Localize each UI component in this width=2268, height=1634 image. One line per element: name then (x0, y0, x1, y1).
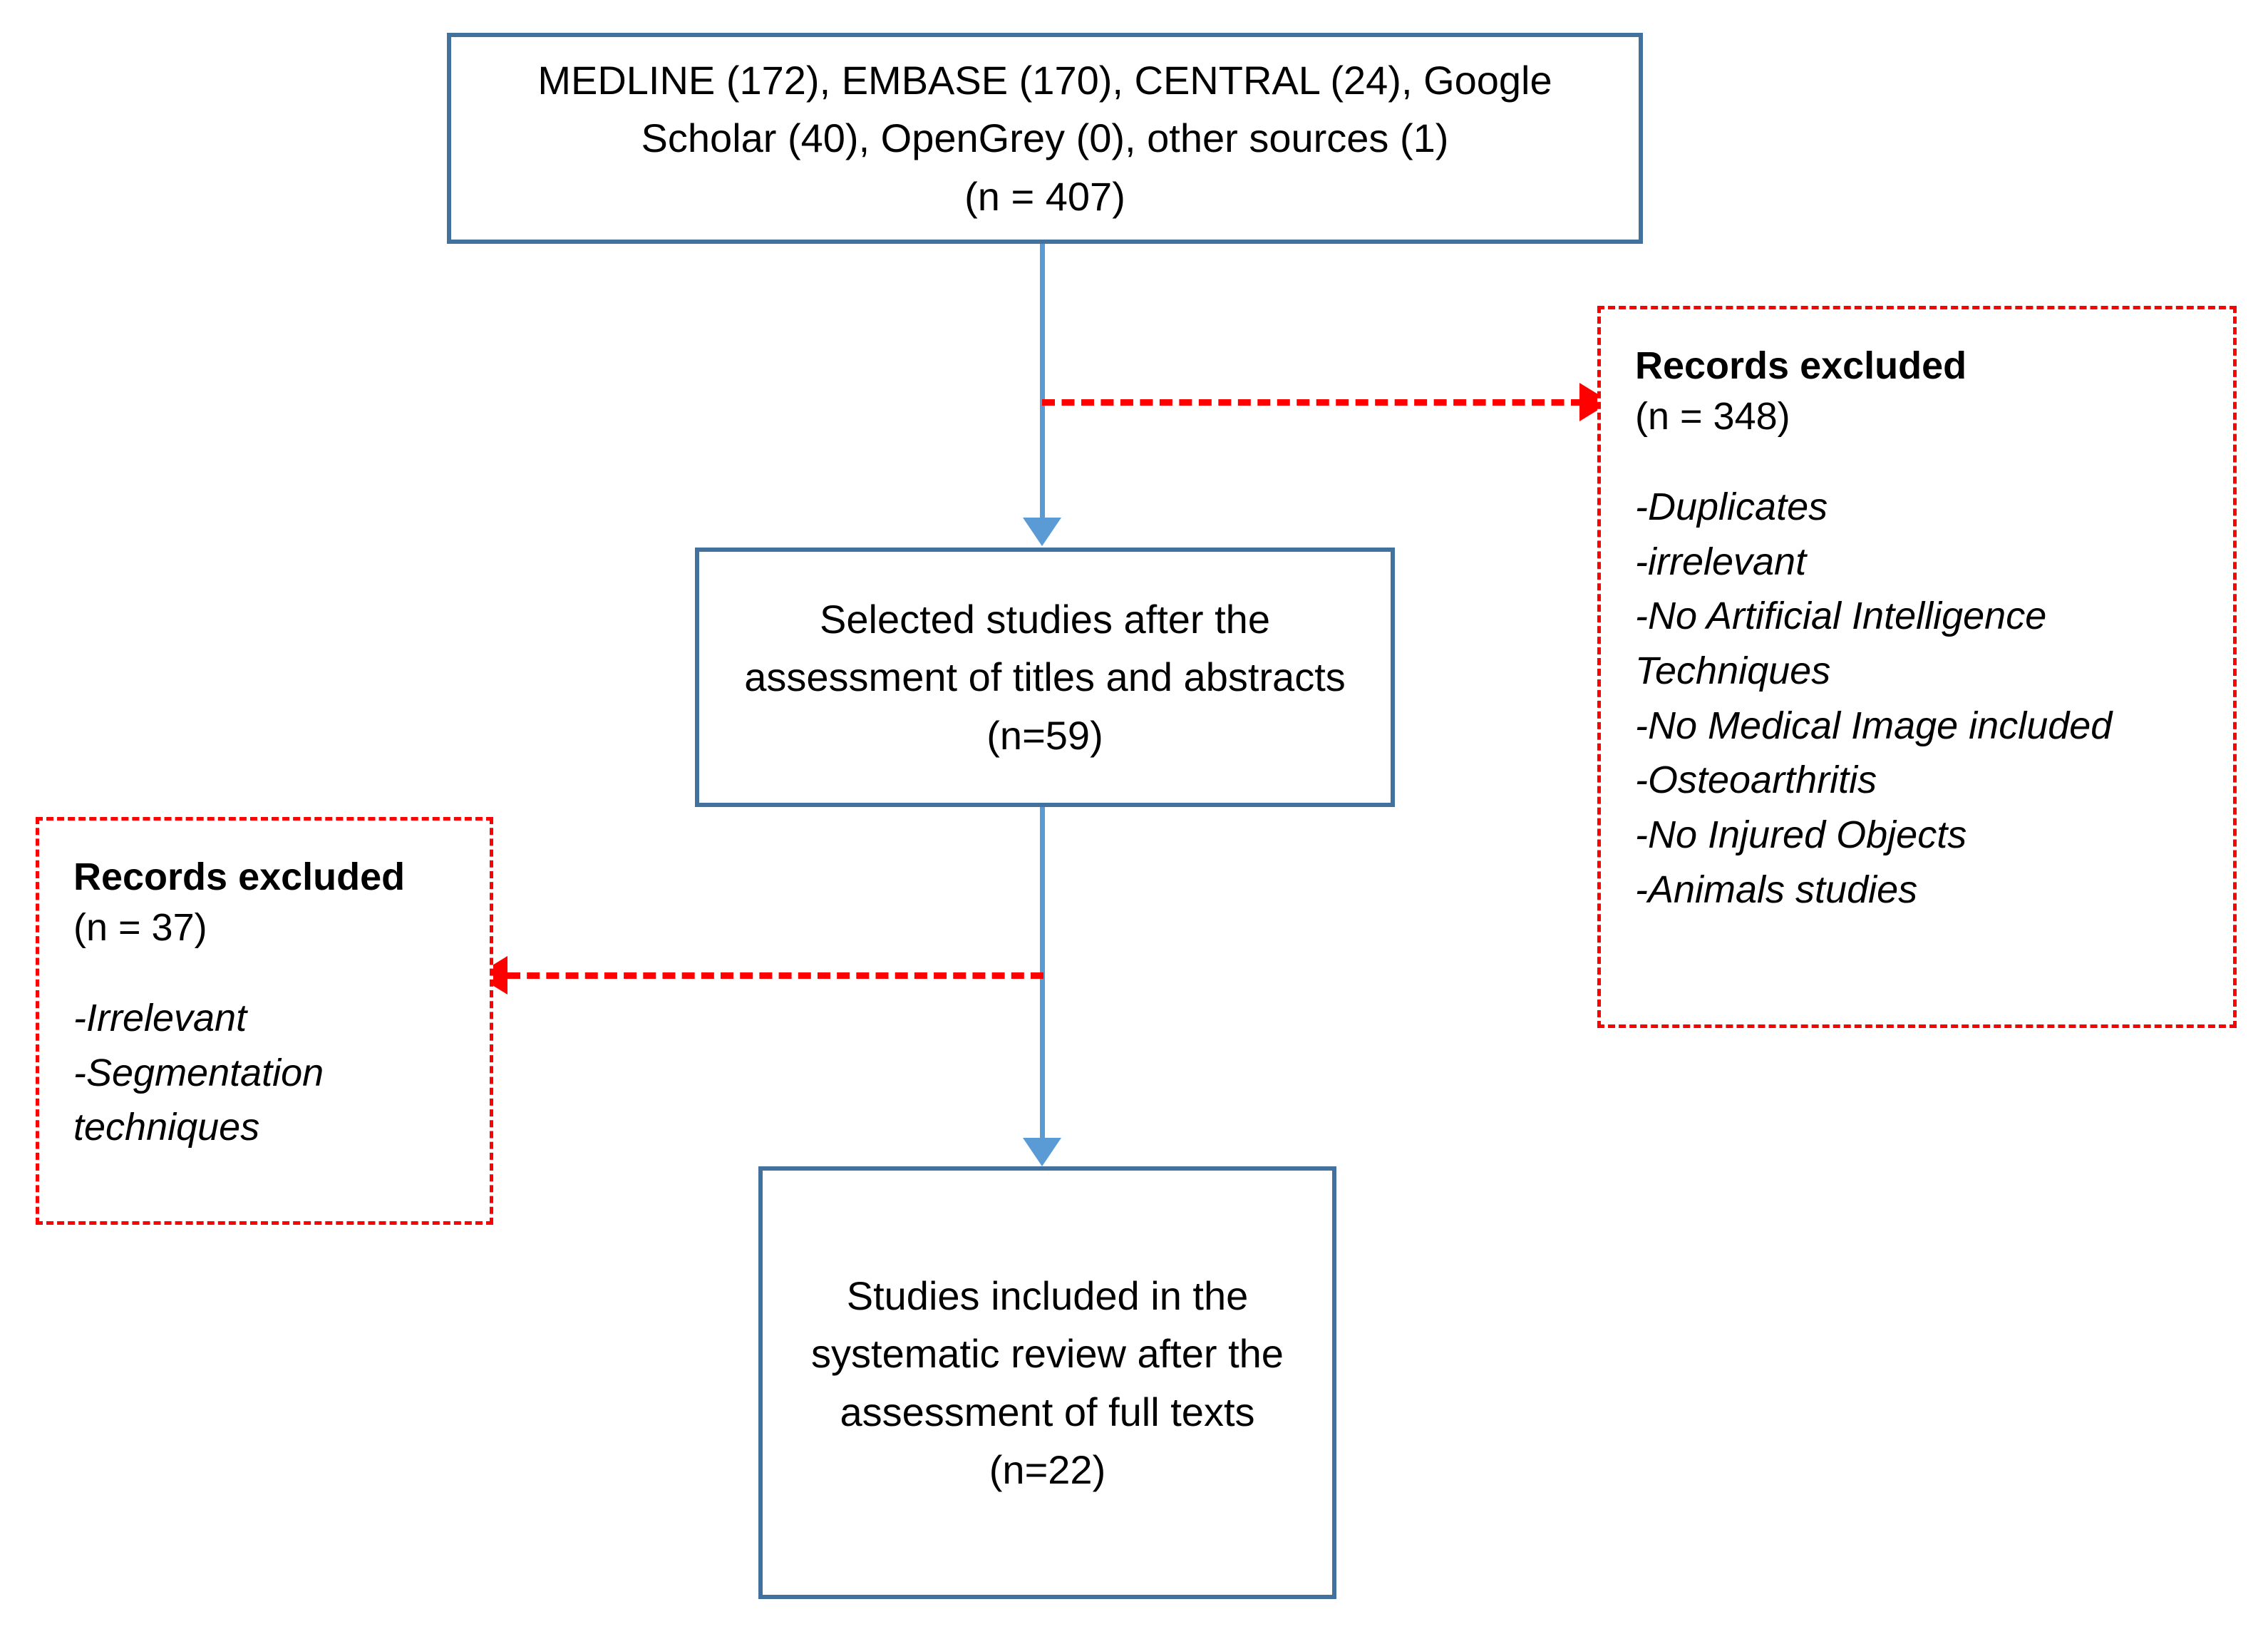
right-exclusion-reasons: -Duplicates -irrelevant -No Artificial I… (1635, 485, 2113, 911)
right-exclusion-count: (n = 348) (1635, 395, 1790, 438)
identification-box: MEDLINE (172), EMBASE (170), CENTRAL (24… (447, 33, 1643, 244)
screening-box: Selected studies after the assessment of… (695, 548, 1395, 807)
connector-identification-to-screening (1040, 244, 1045, 519)
left-exclusion-box: Records excluded (n = 37) -Irrelevant -S… (36, 817, 493, 1225)
left-exclusion-title: Records excluded (73, 855, 406, 898)
included-box: Studies included in the systematic revie… (758, 1166, 1336, 1599)
left-exclusion-spacer (73, 954, 461, 991)
right-exclusion-title: Records excluded (1635, 344, 1967, 387)
left-exclusion-reasons: -Irrelevant -Segmentation techniques (73, 997, 324, 1149)
right-exclusion-spacer (1635, 443, 2205, 480)
arrowhead-down-to-screening (1023, 518, 1061, 546)
right-exclusion-box: Records excluded (n = 348) -Duplicates -… (1597, 306, 2237, 1028)
identification-box-text: MEDLINE (172), EMBASE (170), CENTRAL (24… (537, 58, 1552, 219)
included-box-text: Studies included in the systematic revie… (811, 1273, 1284, 1492)
screening-box-text: Selected studies after the assessment of… (744, 597, 1346, 758)
arrowhead-down-to-included (1023, 1138, 1061, 1166)
connector-to-left-exclusion (507, 972, 1043, 979)
left-exclusion-count: (n = 37) (73, 906, 207, 950)
connector-to-right-exclusion (1042, 399, 1584, 406)
